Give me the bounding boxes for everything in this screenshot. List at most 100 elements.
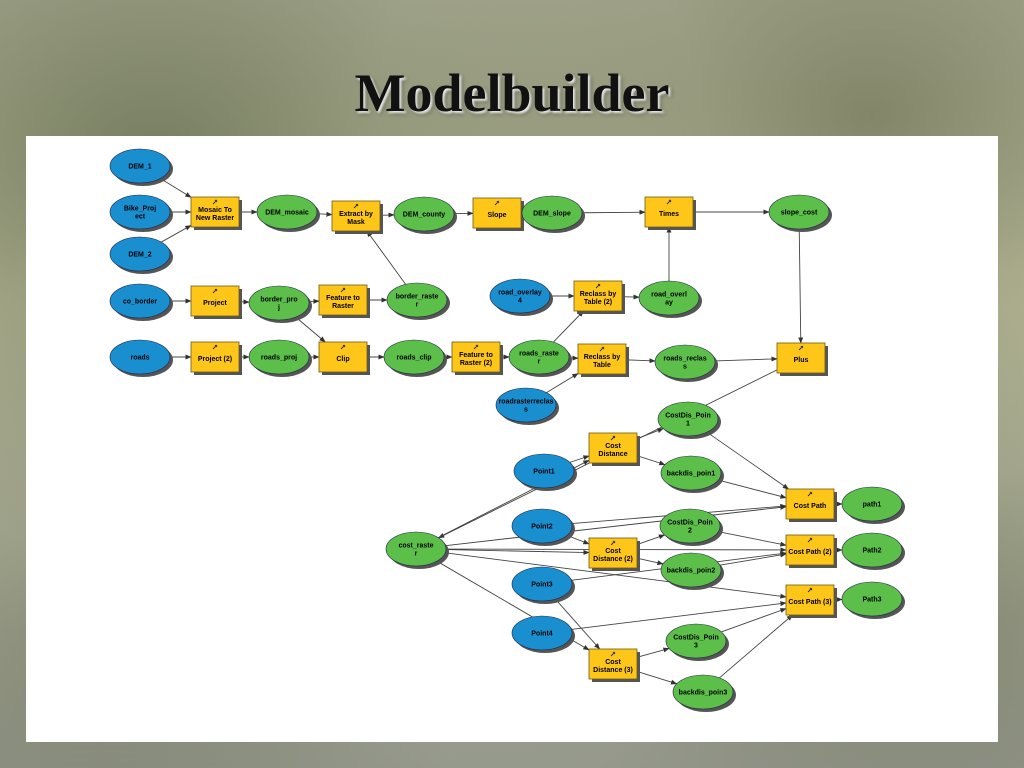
output-ellipse — [248, 285, 310, 321]
node-demmosaic[interactable]: DEM_mosaic — [256, 194, 320, 232]
hammer-icon — [353, 203, 359, 209]
output-ellipse — [657, 401, 719, 437]
input-ellipse — [513, 453, 575, 489]
node-point4[interactable]: Point4 — [511, 615, 575, 653]
output-ellipse — [768, 194, 830, 230]
node-label: backdis_poin1 — [667, 471, 716, 478]
node-coborder[interactable]: co_border — [109, 283, 173, 321]
node-backdis1[interactable]: backdis_poin1 — [660, 455, 724, 493]
output-ellipse — [841, 581, 903, 617]
hammer-icon — [610, 651, 616, 657]
node-roadsclip[interactable]: roads_clip — [383, 339, 447, 377]
node-plus[interactable]: Plus — [776, 342, 828, 376]
node-label: Table (2) — [584, 299, 612, 306]
node-label: Project — [203, 300, 227, 307]
node-label: Times — [659, 211, 679, 218]
node-roadoverlay[interactable]: road_overlay — [638, 280, 702, 318]
node-label: DEM_mosaic — [265, 210, 309, 217]
node-backdis2[interactable]: backdis_poin2 — [660, 552, 724, 590]
hammer-icon — [807, 537, 813, 543]
output-ellipse — [654, 344, 716, 380]
node-label: Cost Path (3) — [788, 599, 831, 606]
node-label: Plus — [794, 357, 809, 364]
node-point3[interactable]: Point3 — [511, 566, 575, 604]
node-label: Point4 — [531, 631, 552, 638]
output-ellipse — [841, 486, 903, 522]
edge-demslope-to-times — [581, 209, 646, 215]
edge-reclass-to-roadsreclass — [625, 358, 656, 364]
node-label: Project (2) — [198, 356, 232, 363]
node-path2[interactable]: Path2 — [841, 532, 905, 570]
node-times[interactable]: Times — [644, 196, 696, 230]
output-ellipse — [256, 194, 318, 230]
node-project[interactable]: Project — [190, 285, 242, 319]
node-label: Reclass by — [584, 354, 621, 361]
node-label: Slope — [487, 212, 506, 219]
node-label: backdis_poin3 — [679, 690, 728, 697]
edge-roadsraster-to-reclass2 — [553, 310, 584, 343]
edge-layer — [160, 178, 843, 685]
output-ellipse — [660, 552, 722, 588]
node-borderproj[interactable]: border_proj — [248, 285, 312, 323]
tool-box — [190, 341, 240, 373]
node-slopecost[interactable]: slope_cost — [768, 194, 832, 232]
input-ellipse — [109, 283, 171, 319]
node-label: Path2 — [862, 548, 881, 555]
input-ellipse — [511, 615, 573, 651]
tool-box — [573, 280, 623, 312]
node-point1[interactable]: Point1 — [513, 453, 577, 491]
node-slope[interactable]: Slope — [472, 197, 524, 231]
node-borderraster[interactable]: border_raster — [386, 282, 450, 320]
node-dem1[interactable]: DEM_1 — [109, 148, 173, 186]
node-project2[interactable]: Project (2) — [190, 341, 242, 375]
node-roads[interactable]: roads — [109, 339, 173, 377]
output-ellipse — [386, 282, 448, 318]
node-point2[interactable]: Point2 — [511, 508, 575, 546]
node-roadsraster[interactable]: roads_raster — [508, 339, 572, 377]
node-label: Cost Path (2) — [788, 549, 831, 556]
node-dem2[interactable]: DEM_2 — [109, 236, 173, 274]
node-costraster[interactable]: cost_raster — [385, 531, 449, 569]
node-label: CostDis_Poin — [673, 635, 719, 642]
node-label: roads_raste — [519, 351, 559, 358]
input-ellipse — [489, 278, 551, 314]
node-bike[interactable]: Bike_Project — [109, 194, 173, 232]
node-path1[interactable]: path1 — [841, 486, 905, 524]
input-ellipse — [511, 508, 573, 544]
node-demcounty[interactable]: DEM_county — [393, 196, 457, 234]
output-ellipse — [385, 531, 447, 567]
node-costpath3[interactable]: Cost Path (3) — [785, 584, 837, 618]
node-label: path1 — [863, 502, 882, 509]
node-roadsproj[interactable]: roads_proj — [248, 339, 312, 377]
node-label: backdis_poin2 — [667, 568, 716, 575]
node-label: cost_raste — [398, 543, 433, 550]
node-backdis3[interactable]: backdis_poin3 — [672, 674, 736, 712]
input-ellipse — [109, 339, 171, 375]
node-label: Mosaic To — [198, 207, 232, 214]
node-demslope[interactable]: DEM_slope — [521, 195, 585, 233]
node-path3[interactable]: Path3 — [841, 581, 905, 619]
node-label: co_border — [123, 299, 158, 306]
node-clip[interactable]: Clip — [318, 341, 370, 375]
node-costpath2[interactable]: Cost Path (2) — [785, 534, 837, 568]
node-label: roads_reclas — [663, 356, 706, 363]
node-costpath[interactable]: Cost Path — [785, 488, 837, 522]
edge-costdist-to-backdis1 — [636, 455, 666, 466]
node-label: Point3 — [531, 582, 552, 589]
